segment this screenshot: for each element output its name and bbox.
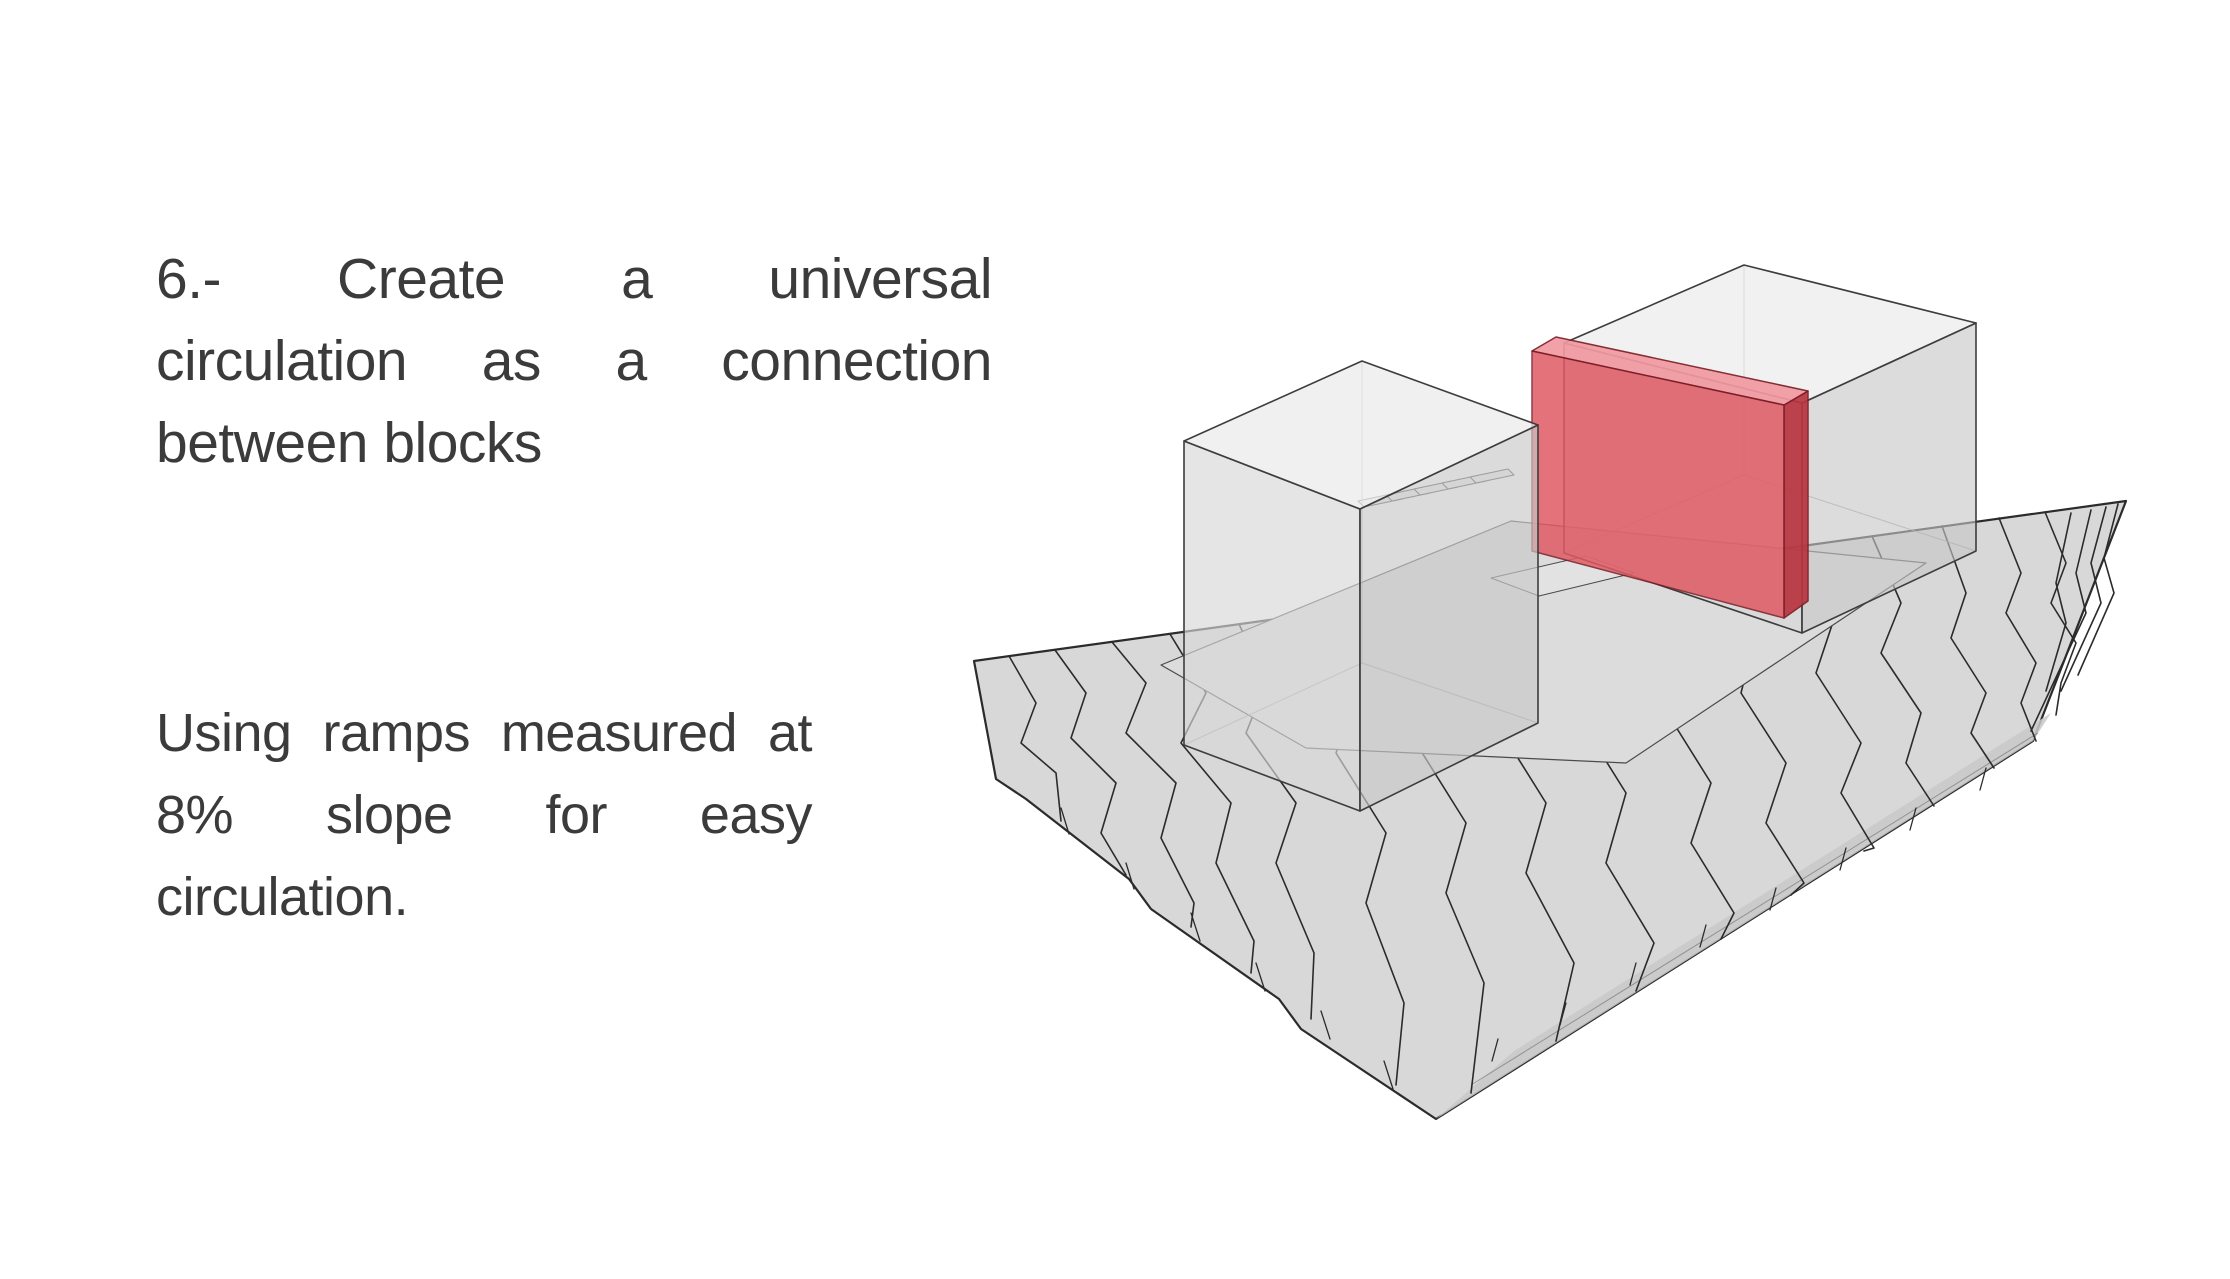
- heading-line: 6.- Create a universal: [156, 247, 993, 311]
- left-block: [1183, 360, 1539, 812]
- massing-diagram-svg: [972, 264, 2128, 1121]
- slide-heading: 6.- Create a universal circulation as a …: [156, 238, 993, 484]
- massing-diagram: [966, 263, 2136, 1123]
- body-line: Using ramps measured at: [156, 703, 813, 763]
- circulation-volume: [1531, 336, 1809, 619]
- slide-body-text: Using ramps measured at 8% slope for eas…: [156, 692, 813, 938]
- body-line: circulation.: [156, 867, 409, 927]
- contour-lines: [1008, 503, 2119, 1094]
- heading-line: circulation as a connection: [156, 329, 993, 393]
- heading-line: between blocks: [156, 411, 542, 475]
- body-line: 8% slope for easy: [156, 785, 813, 845]
